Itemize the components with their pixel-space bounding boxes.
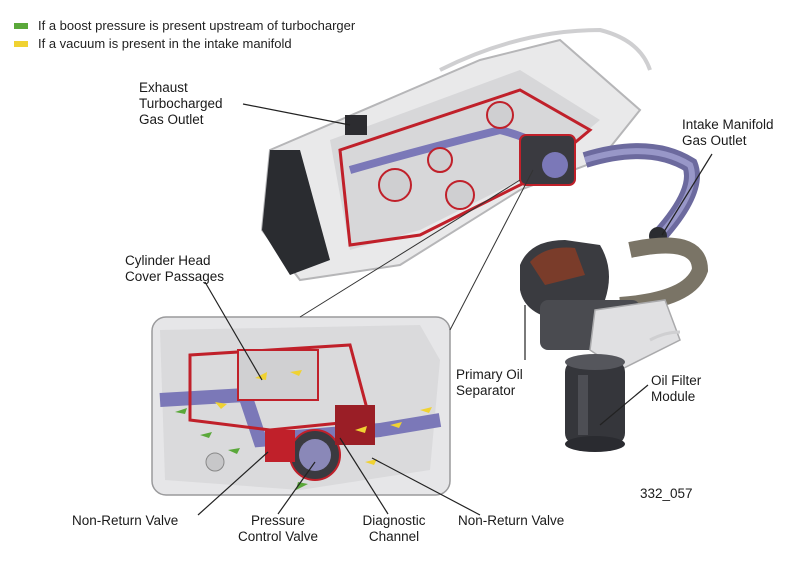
label-non-return-valve-right: Non-Return Valve (458, 513, 565, 528)
label-exhaust-outlet: Exhaust Turbocharged Gas Outlet (139, 80, 223, 127)
figure-id: 332_057 (640, 486, 693, 501)
intake-hose (582, 143, 709, 313)
label-pressure-control-valve: Pressure Control Valve (237, 513, 319, 544)
cylinder-head-cover (260, 27, 652, 282)
label-primary-separator: Primary Oil Separator (456, 367, 523, 398)
label-intake-outlet: Intake Manifold Gas Outlet (682, 117, 774, 148)
inset-cutaway (151, 316, 451, 496)
legend-label-boost: If a boost pressure is present upstream … (38, 18, 356, 33)
boost-swatch (14, 22, 28, 29)
label-cover-passages: Cylinder Head Cover Passages (125, 253, 225, 284)
legend-item-vacuum: If a vacuum is present in the intake man… (14, 36, 292, 51)
label-non-return-valve-left: Non-Return Valve (72, 513, 179, 528)
label-oil-filter: Oil Filter Module (651, 373, 702, 404)
legend-item-boost: If a boost pressure is present upstream … (14, 18, 355, 33)
legend-label-vacuum: If a vacuum is present in the intake man… (38, 36, 292, 51)
vacuum-swatch (14, 40, 28, 47)
oil-filter-module (565, 354, 625, 452)
label-diagnostic-channel: Diagnostic Channel (362, 513, 426, 544)
oil-separator-unit (520, 240, 681, 371)
leader-lines (197, 103, 713, 516)
